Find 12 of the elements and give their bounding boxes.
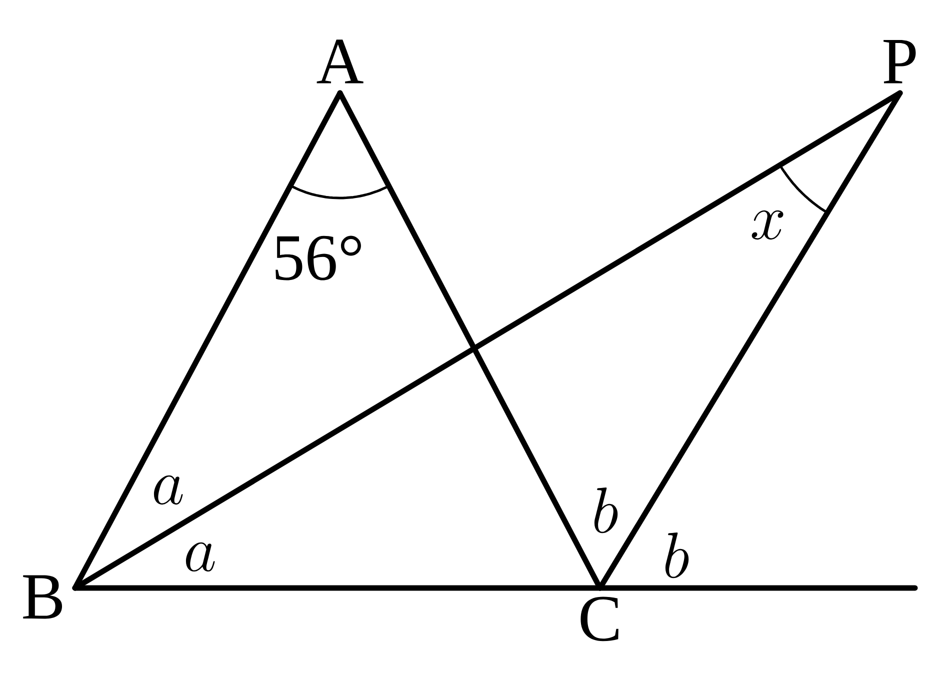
vertex-label: C <box>580 596 618 642</box>
angle-label: $x$ <box>752 210 784 240</box>
vertex-label: B <box>23 575 62 619</box>
angle-label: 56° <box>276 236 361 280</box>
angle-label: $a$ <box>186 542 215 572</box>
angle-label: $b$ <box>665 532 689 578</box>
vertex-label: P <box>884 40 916 84</box>
angle-label: $b$ <box>594 488 618 534</box>
line-segment <box>597 585 918 591</box>
vertex-label: A <box>316 40 364 84</box>
angle-label: $a$ <box>154 475 183 505</box>
line-segment <box>72 585 603 591</box>
